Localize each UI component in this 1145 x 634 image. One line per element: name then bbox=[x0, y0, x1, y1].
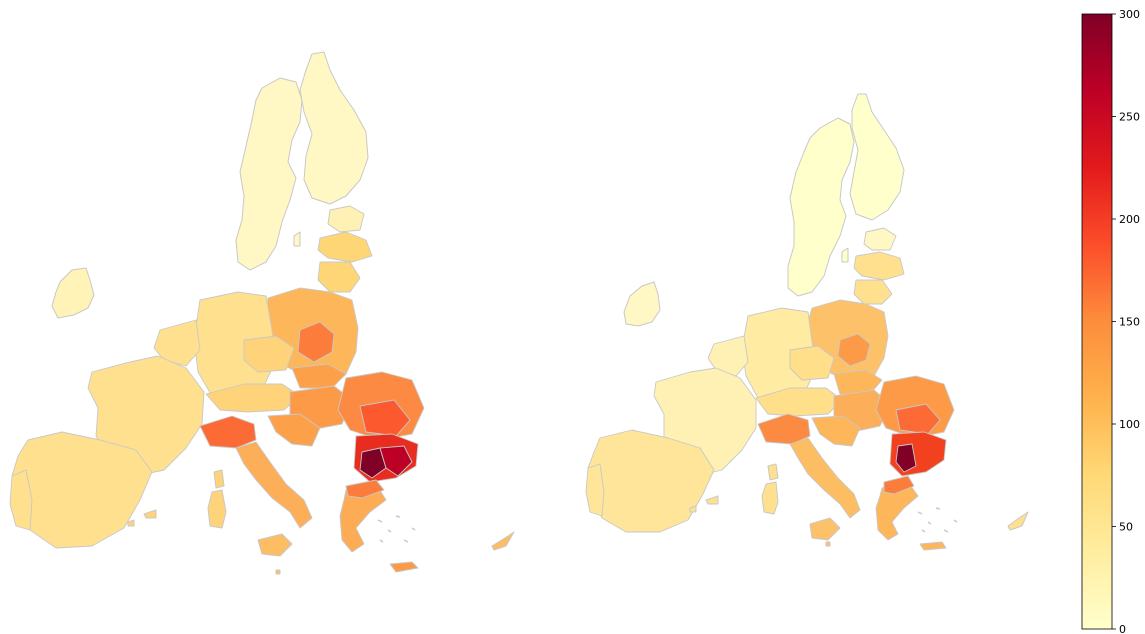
greece-region bbox=[875, 481, 919, 541]
gotland-island bbox=[841, 247, 849, 263]
italy-north-region bbox=[757, 413, 811, 445]
estonia-region bbox=[863, 227, 897, 251]
spain-region bbox=[11, 431, 153, 549]
malta-island bbox=[825, 541, 831, 547]
ireland-region bbox=[623, 281, 661, 327]
colorbar-tick-label: 0 bbox=[1119, 623, 1126, 634]
finland-region bbox=[299, 51, 369, 205]
colorbar-tick-label: 200 bbox=[1119, 213, 1140, 226]
czech-region bbox=[789, 345, 835, 381]
greece-north-region bbox=[345, 479, 385, 499]
cyprus-region bbox=[1007, 511, 1029, 531]
sardinia-region bbox=[207, 489, 227, 529]
malta-island bbox=[275, 569, 281, 575]
balearic-islands bbox=[689, 495, 719, 513]
corsica-region bbox=[213, 469, 225, 489]
romania-hotspot bbox=[895, 403, 941, 435]
bulgaria-dark-region bbox=[895, 443, 917, 473]
lithuania-region bbox=[853, 279, 893, 305]
sardinia-region bbox=[761, 481, 779, 515]
greece-north-region bbox=[883, 475, 915, 495]
italy-north-region bbox=[199, 415, 257, 449]
sweden-region bbox=[235, 77, 303, 271]
crete-region bbox=[919, 541, 947, 551]
romania-hotspot bbox=[359, 399, 411, 437]
colorbar-tick-label: 50 bbox=[1119, 521, 1133, 534]
poland-hotspot bbox=[837, 333, 871, 367]
cyprus-region bbox=[491, 531, 515, 551]
italy-region bbox=[789, 437, 861, 519]
poland-hotspot bbox=[297, 321, 335, 363]
greece-region bbox=[339, 483, 387, 553]
right-map bbox=[585, 93, 1029, 551]
colorbar-tick-label: 250 bbox=[1119, 111, 1140, 124]
colorbar-gradient bbox=[1081, 13, 1113, 630]
italy-region bbox=[235, 441, 313, 529]
sicily-region bbox=[257, 533, 293, 557]
portugal-region bbox=[585, 463, 605, 517]
corsica-region bbox=[767, 463, 779, 481]
aegean-islands bbox=[917, 507, 958, 533]
croatia-region bbox=[811, 415, 861, 447]
sicily-region bbox=[809, 517, 841, 541]
colorbar-tick-label: 100 bbox=[1119, 418, 1140, 431]
crete-region bbox=[389, 561, 419, 573]
slovakia-region bbox=[833, 369, 883, 395]
finland-region bbox=[849, 93, 905, 221]
bulgaria-dark-region bbox=[359, 447, 387, 479]
colorbar-tick-label: 150 bbox=[1119, 316, 1140, 329]
colorbar-tick-label: 300 bbox=[1119, 8, 1140, 21]
benelux-region bbox=[153, 319, 201, 367]
lithuania-region bbox=[317, 261, 361, 293]
gotland-island bbox=[293, 231, 301, 247]
portugal-region bbox=[9, 469, 33, 531]
ireland-region bbox=[51, 267, 95, 319]
colorbar-ticks: 0 50 100 150 200 250 300 bbox=[1112, 8, 1140, 634]
croatia-region bbox=[267, 413, 321, 447]
estonia-region bbox=[327, 205, 365, 233]
latvia-region bbox=[853, 251, 905, 281]
latvia-region bbox=[317, 231, 373, 263]
balearic-islands bbox=[127, 509, 157, 527]
aegean-islands bbox=[377, 515, 416, 543]
left-map bbox=[9, 51, 515, 575]
bulgaria-red-region bbox=[379, 445, 413, 477]
sweden-region bbox=[787, 117, 855, 297]
colorbar: 0 50 100 150 200 250 300 bbox=[1081, 8, 1140, 634]
czech-region bbox=[243, 335, 295, 373]
slovakia-region bbox=[291, 363, 347, 389]
